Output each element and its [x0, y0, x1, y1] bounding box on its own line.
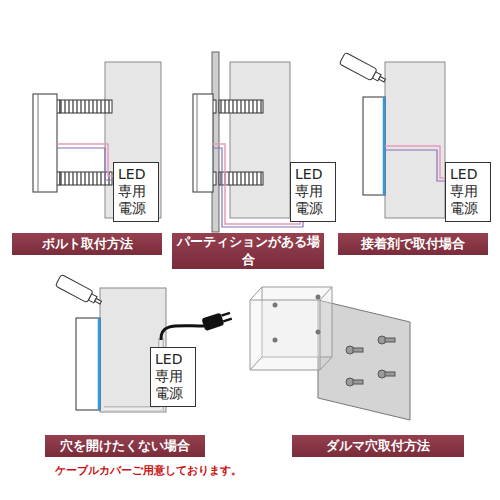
- method-band: パーティションがある場合: [172, 233, 324, 269]
- keyhole-mount-illustration-part-part: [273, 303, 278, 308]
- method-band: 穴を開けたくない場合: [45, 435, 205, 457]
- method-band: 接着剤で取付場合: [338, 233, 488, 255]
- bolt-mount-illustration-part: [57, 148, 113, 180]
- method-band: ボルト取付方法: [12, 233, 162, 255]
- no-drill-illustration-part: [55, 274, 103, 308]
- method-title: 穴を開けたくない場合: [60, 437, 190, 455]
- adhesive-mount-illustration-part: [385, 150, 445, 181]
- note-text: ケーブルカバーご用意しております。: [55, 463, 242, 478]
- no-drill-illustration-part-part: [221, 312, 230, 317]
- keyhole-mount-illustration-part: [346, 336, 395, 386]
- keyhole-mount-illustration: [250, 287, 410, 420]
- power-supply-label: LED 専用 電源: [118, 166, 154, 217]
- partition-mount-illustration-part: [193, 94, 213, 192]
- method-band: ダルマ穴取付方法: [292, 435, 464, 457]
- power-supply-label: LED 専用 電源: [295, 166, 331, 217]
- no-drill-illustration-part: [201, 310, 233, 331]
- keyhole-mount-illustration-part-part: [250, 287, 262, 300]
- keyhole-mount-illustration-part-part: [316, 330, 321, 335]
- power-supply-box: LED 専用 電源: [445, 162, 491, 222]
- bolt-mount-illustration-part: [60, 100, 112, 113]
- adhesive-mount-illustration-part: [339, 52, 387, 86]
- adhesive-mount-illustration-part-part: [379, 77, 386, 82]
- power-supply-box: LED 専用 電源: [113, 162, 159, 222]
- adhesive-mount-illustration-part: [385, 62, 445, 218]
- no-drill-illustration-part: [76, 318, 100, 410]
- no-drill-illustration-part-part: [95, 299, 102, 304]
- power-supply-label: LED 専用 電源: [155, 351, 191, 402]
- no-drill-illustration-part: [161, 326, 204, 340]
- no-drill-illustration-part: [98, 318, 101, 410]
- partition-mount-illustration-part: [197, 94, 198, 192]
- keyhole-mount-illustration-part-part: [320, 357, 332, 370]
- partition-mount-illustration-part: [213, 144, 300, 224]
- method-title: パーティションがある場合: [172, 233, 324, 269]
- no-drill-illustration: [55, 274, 233, 412]
- partition-mount-illustration: [193, 52, 303, 232]
- adhesive-mount-illustration-part: [383, 97, 386, 195]
- adhesive-mount-illustration-part-part: [339, 52, 377, 80]
- keyhole-mount-illustration-part: [273, 295, 321, 343]
- power-supply-box: LED 専用 電源: [290, 162, 336, 222]
- adhesive-mount-illustration: [339, 52, 445, 218]
- keyhole-mount-illustration-part-part: [316, 295, 321, 300]
- keyhole-mount-illustration-part: [250, 287, 332, 370]
- keyhole-mount-illustration-part-part: [353, 380, 363, 384]
- keyhole-mount-illustration-part-part: [353, 348, 363, 352]
- adhesive-mount-illustration-part: [363, 97, 385, 195]
- partition-mount-illustration-part: [219, 100, 263, 113]
- keyhole-mount-illustration-part-part: [250, 357, 262, 370]
- keyhole-mount-illustration-part-part: [385, 338, 395, 342]
- bolt-mount-illustration: [33, 62, 161, 218]
- keyhole-mount-illustration-part-part: [385, 372, 395, 376]
- bolt-mount-illustration-part: [33, 94, 57, 192]
- power-supply-box: LED 専用 電源: [150, 347, 196, 407]
- bolt-mount-illustration-part: [38, 94, 39, 192]
- keyhole-mount-illustration-part-part: [273, 338, 278, 343]
- keyhole-mount-illustration-part-part: [250, 300, 320, 370]
- bolt-mount-illustration-part: [60, 172, 112, 185]
- method-title: ダルマ穴取付方法: [326, 437, 430, 455]
- partition-mount-illustration-part: [230, 62, 290, 218]
- keyhole-mount-illustration-part-part: [320, 287, 332, 300]
- power-supply-label: LED 専用 電源: [450, 166, 486, 217]
- method-title: ボルト取付方法: [42, 235, 133, 253]
- no-drill-illustration-part-part: [55, 274, 93, 302]
- no-drill-illustration-part-part: [223, 317, 232, 322]
- keyhole-mount-illustration-part: [250, 287, 332, 370]
- adhesive-mount-illustration-part: [385, 146, 445, 178]
- no-drill-illustration-part-part: [201, 313, 224, 332]
- method-title: 接着剤で取付場合: [361, 235, 465, 253]
